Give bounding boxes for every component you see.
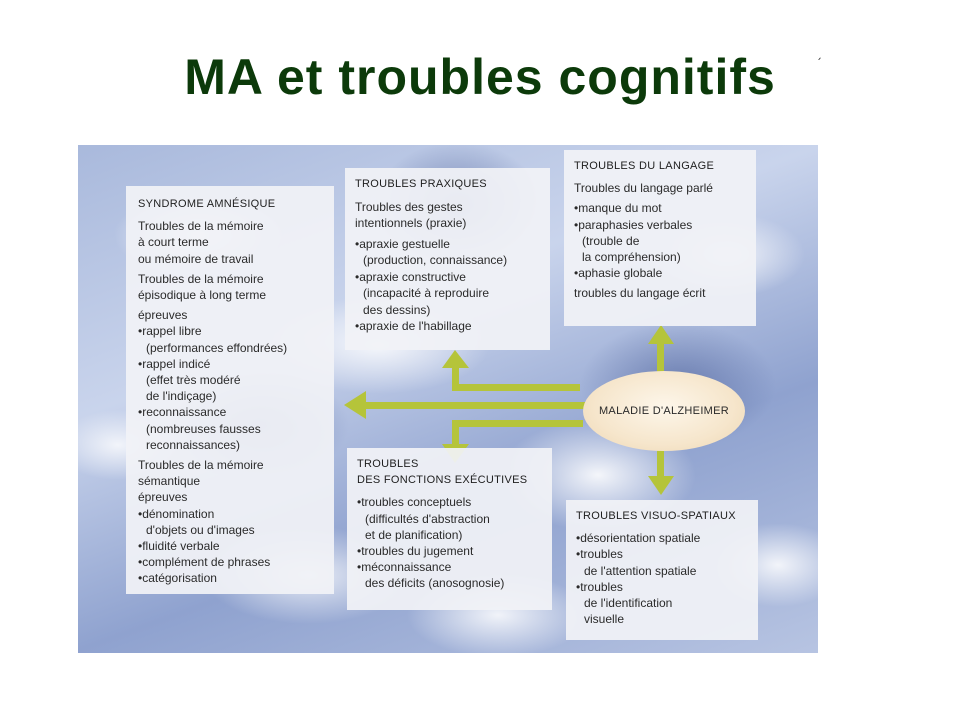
text-line: (trouble de bbox=[582, 233, 640, 248]
arrow-executives-vshaft bbox=[452, 420, 459, 446]
text-line: des déficits (anosognosie) bbox=[365, 576, 505, 591]
box-header: TROUBLES bbox=[357, 458, 419, 470]
text-line: •apraxie gestuelle bbox=[355, 236, 450, 251]
text-line: des dessins) bbox=[363, 302, 431, 317]
text-line: (effet très modéré bbox=[146, 373, 241, 388]
text-line: •troubles conceptuels bbox=[357, 495, 472, 510]
text-line: ou mémoire de travail bbox=[138, 251, 254, 266]
text-line: et de planification) bbox=[365, 527, 463, 542]
text-line: •troubles du jugement bbox=[357, 544, 474, 559]
text-line: (performances effondrées) bbox=[146, 340, 288, 355]
text-line: de l'identification bbox=[584, 596, 673, 611]
text-line: •catégorisation bbox=[138, 571, 217, 586]
text-line: •rappel libre bbox=[138, 324, 202, 339]
text-line: (production, connaissance) bbox=[363, 253, 508, 267]
text-line: •désorientation spatiale bbox=[576, 531, 701, 546]
text-line: (difficultés d'abstraction bbox=[365, 511, 490, 526]
box-header: SYNDROME AMNÉSIQUE bbox=[138, 198, 276, 210]
text-line: Troubles des gestes bbox=[355, 199, 463, 214]
text-line: Troubles du langage parlé bbox=[574, 181, 713, 196]
text-line: Troubles de la mémoire bbox=[138, 271, 264, 286]
text-line: sémantique bbox=[138, 474, 201, 489]
arrow-left-head bbox=[344, 391, 366, 419]
text-line: (incapacité à reproduire bbox=[363, 286, 490, 300]
text-line: (nombreuses fausses bbox=[146, 421, 261, 436]
text-line: visuelle bbox=[584, 612, 625, 627]
arrow-visuo-head bbox=[648, 476, 674, 495]
text-line: •complément de phrases bbox=[138, 555, 271, 570]
slide-title: MA et troubles cognitifs bbox=[184, 49, 776, 105]
text-line: •fluidité verbale bbox=[138, 539, 220, 554]
arrow-langage-head bbox=[648, 325, 674, 344]
box-fonctions-executives: TROUBLES DES FONCTIONS EXÉCUTIVES •troub… bbox=[347, 448, 552, 610]
center-label: MALADIE D'ALZHEIMER bbox=[598, 405, 730, 417]
arrow-praxiques-head bbox=[442, 350, 469, 368]
text-line: Troubles de la mémoire bbox=[138, 219, 264, 234]
center-ellipse-maladie-alzheimer: MALADIE D'ALZHEIMER bbox=[583, 371, 745, 451]
arrow-left-shaft bbox=[360, 402, 585, 409]
box-troubles-langage: TROUBLES DU LANGAGE Troubles du langage … bbox=[564, 150, 756, 326]
text-line: troubles du langage écrit bbox=[574, 286, 706, 301]
text-line: intentionnels (praxie) bbox=[355, 216, 467, 230]
text-line: épisodique à long terme bbox=[138, 288, 267, 303]
box-troubles-visuo-spatiaux: TROUBLES VISUO-SPATIAUX •désorientation … bbox=[566, 500, 758, 640]
text-line: d'objets ou d'images bbox=[146, 522, 255, 537]
text-line: •troubles bbox=[576, 579, 623, 594]
text-line: •troubles bbox=[576, 547, 623, 562]
text-line: •reconnaissance bbox=[138, 405, 227, 420]
arrow-executives-hshaft bbox=[455, 420, 583, 427]
text-line: épreuves bbox=[138, 490, 188, 505]
box-header: TROUBLES VISUO-SPATIAUX bbox=[576, 510, 736, 522]
text-line: •méconnaissance bbox=[357, 560, 452, 575]
arrow-langage-shaft bbox=[657, 342, 664, 374]
arrow-praxiques-hshaft bbox=[455, 384, 580, 391]
box-syndrome-amnesique: SYNDROME AMNÉSIQUE Troubles de la mémoir… bbox=[126, 186, 334, 594]
text-line: •aphasie globale bbox=[574, 266, 663, 281]
box-troubles-praxiques: TROUBLES PRAXIQUES Troubles des gestes i… bbox=[345, 168, 550, 350]
text-line: Troubles de la mémoire bbox=[138, 458, 264, 473]
text-line: •apraxie constructive bbox=[355, 269, 466, 284]
box-header: TROUBLES DU LANGAGE bbox=[574, 160, 715, 172]
text-line: à court terme bbox=[138, 235, 209, 250]
text-line: de l'attention spatiale bbox=[584, 563, 697, 578]
text-line: épreuves bbox=[138, 308, 188, 323]
arrow-praxiques-vshaft bbox=[452, 365, 459, 391]
text-line: •manque du mot bbox=[574, 201, 662, 216]
text-line: de l'indiçage) bbox=[146, 389, 217, 404]
text-line: •rappel indicé bbox=[138, 356, 211, 371]
text-line: •apraxie de l'habillage bbox=[355, 319, 472, 333]
arrow-visuo-shaft bbox=[657, 450, 664, 478]
text-line: la compréhension) bbox=[582, 250, 681, 265]
text-line: reconnaissances) bbox=[146, 437, 241, 452]
mark: ˏ bbox=[816, 46, 822, 60]
box-header: DES FONCTIONS EXÉCUTIVES bbox=[357, 474, 528, 487]
box-header: TROUBLES PRAXIQUES bbox=[355, 178, 487, 190]
text-line: •dénomination bbox=[138, 506, 215, 521]
text-line: •paraphasies verbales bbox=[574, 217, 693, 232]
